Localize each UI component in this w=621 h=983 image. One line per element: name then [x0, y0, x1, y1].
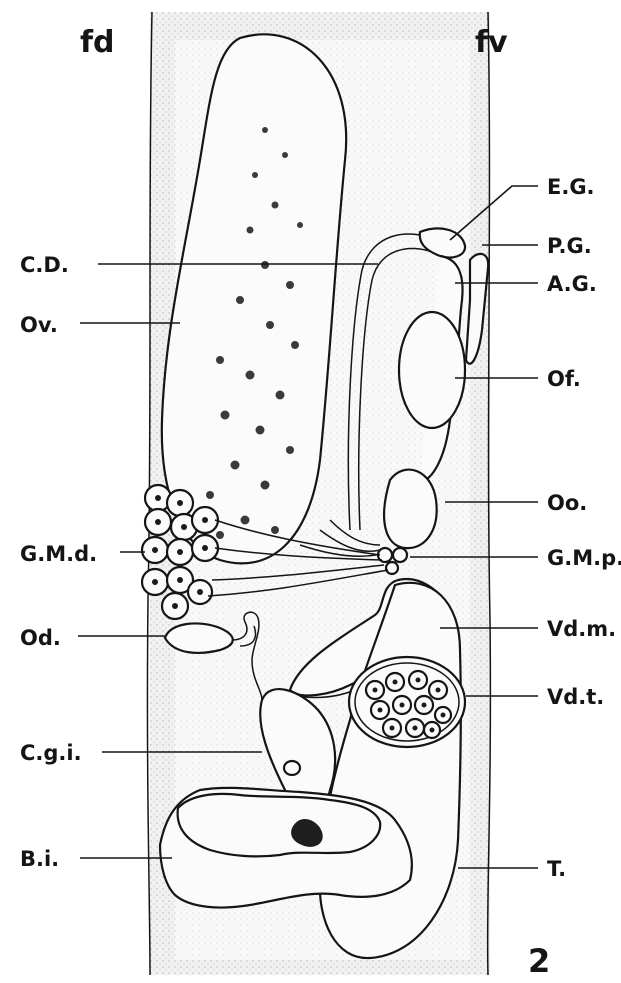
label-eg: E.G.: [547, 175, 595, 199]
label-t: T.: [547, 857, 566, 881]
label-oo: Oo.: [547, 491, 587, 515]
label-vdt: Vd.t.: [547, 685, 604, 709]
label-gmp: G.M.p.: [547, 546, 621, 570]
label-ag: A.G.: [547, 272, 597, 296]
label-of: Of.: [547, 367, 581, 391]
label-cd: C.D.: [20, 253, 69, 277]
vd-cross-section: [349, 657, 465, 747]
bi-structure: [160, 788, 412, 908]
label-ov: Ov.: [20, 313, 58, 337]
label-gmd: G.M.d.: [20, 542, 97, 566]
label-od: Od.: [20, 626, 61, 650]
label-bi: B.i.: [20, 847, 59, 871]
label-cgi: C.g.i.: [20, 741, 82, 765]
label-dorsal: fd: [80, 25, 115, 60]
label-vdm: Vd.m.: [547, 617, 616, 641]
label-pg: P.G.: [547, 234, 592, 258]
label-ventral: fv: [475, 25, 508, 60]
figure-number: 2: [528, 942, 550, 980]
